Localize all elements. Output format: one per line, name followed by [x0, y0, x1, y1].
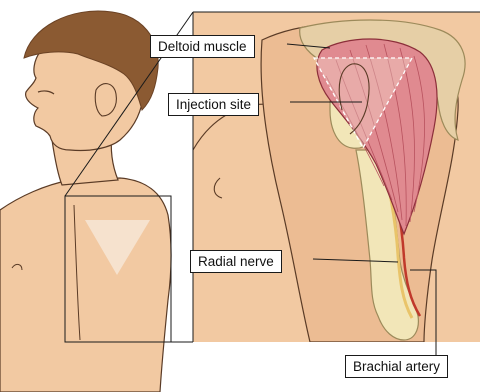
- enlarged-arm: [193, 12, 481, 342]
- person-profile: [0, 11, 171, 392]
- torso: [0, 178, 171, 392]
- deltoid-muscle-label: Deltoid muscle: [150, 35, 255, 58]
- brachial-artery-label: Brachial artery: [345, 355, 448, 378]
- injection-site-label: Injection site: [168, 93, 259, 116]
- radial-nerve-label: Radial nerve: [190, 250, 282, 273]
